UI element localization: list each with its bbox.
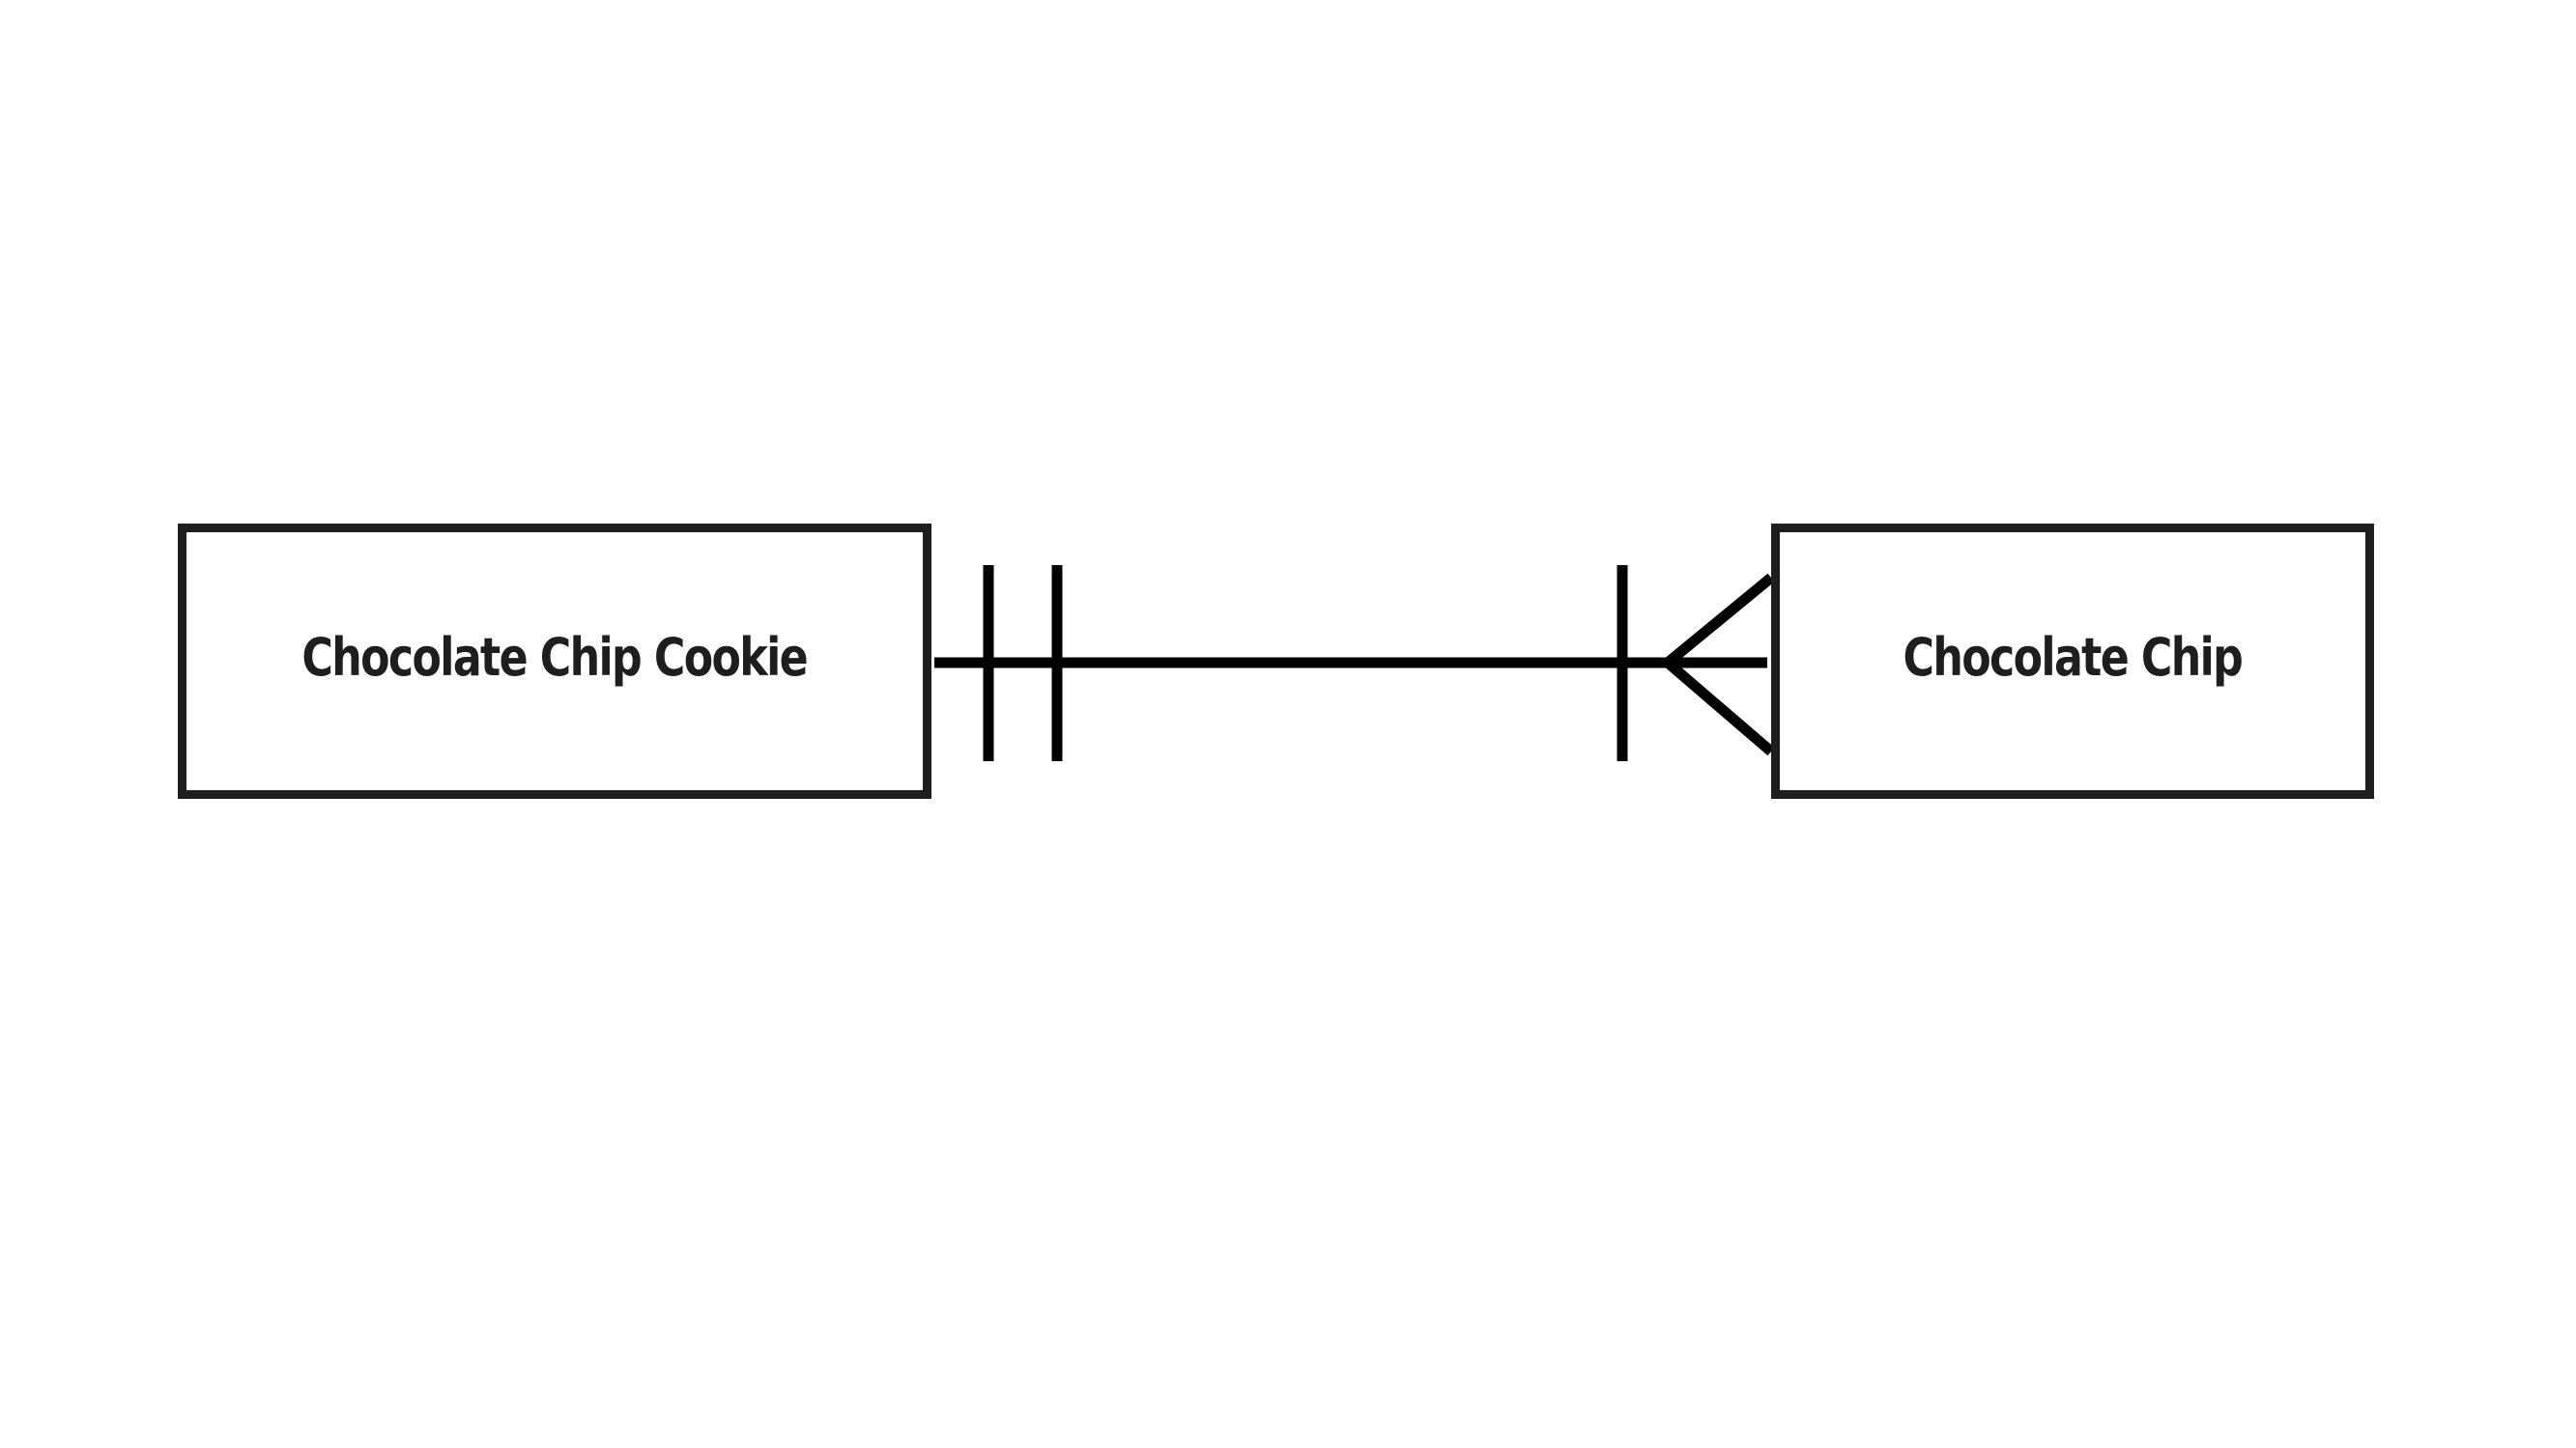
entity-label: Chocolate Chip: [1903, 627, 2244, 688]
crows-foot-upper: [1664, 573, 1775, 667]
entity-label: Chocolate Chip Cookie: [301, 627, 809, 688]
entity-chocolate-chip-cookie[interactable]: Chocolate Chip Cookie: [178, 524, 931, 799]
entity-chocolate-chip[interactable]: Chocolate Chip: [1771, 524, 2374, 799]
crows-foot-lower: [1664, 658, 1775, 756]
